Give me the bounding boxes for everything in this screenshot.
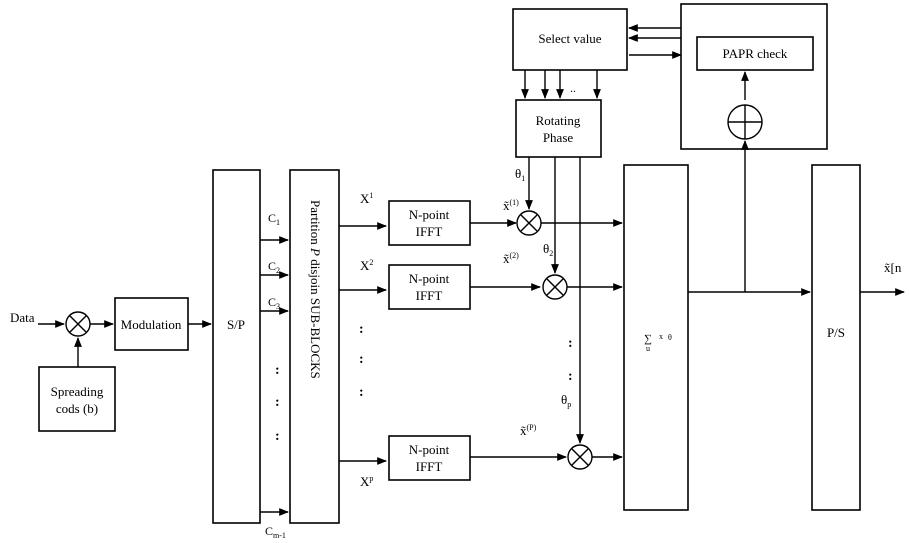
ifft-1-label-1: N-point — [409, 207, 450, 222]
xtilde-p-label: x̃(P) — [520, 423, 537, 438]
theta-p-label: θp — [561, 392, 571, 409]
ifft-p-label-2: IFFT — [416, 459, 443, 474]
multiplier-2 — [542, 274, 568, 300]
c3-label: C3 — [268, 295, 280, 311]
ifft-block-1 — [388, 200, 471, 246]
output-label: x̃[n — [884, 260, 902, 275]
ifft-1-label-2: IFFT — [416, 224, 443, 239]
sum-formula: ∑ u x θ — [644, 332, 672, 353]
ifft-2-label-1: N-point — [409, 271, 450, 286]
rotating-phase-label-1: Rotating — [536, 113, 581, 128]
data-label: Data — [10, 310, 35, 325]
multiplier-p — [567, 444, 593, 470]
partition-label: Partition P disjoin SUB-BLOCKS — [308, 200, 323, 379]
svg-text::: : — [275, 429, 280, 444]
c1-label: C1 — [268, 211, 280, 227]
theta-1-label: θ1 — [515, 166, 525, 183]
spreading-label-1: Spreading — [51, 384, 104, 399]
cm1-label: Cm-1 — [265, 524, 286, 540]
rotating-phase-block — [515, 99, 602, 158]
svg-text::: : — [359, 322, 364, 337]
ifft-2-label-2: IFFT — [416, 288, 443, 303]
papr-check-label: PAPR check — [723, 46, 788, 61]
ifft-block-p — [388, 435, 471, 481]
multiplier-1 — [516, 210, 542, 236]
sp-label: S/P — [227, 317, 245, 332]
xp-label: Xp — [360, 474, 373, 489]
x1-label: X1 — [360, 191, 373, 206]
spreading-codes-block — [38, 366, 116, 432]
svg-text:u: u — [646, 344, 650, 353]
x2-label: X2 — [360, 258, 373, 273]
theta-vertical-dots: : : — [568, 336, 573, 384]
partition-vertical-dots: : : : — [359, 322, 364, 400]
svg-text:x: x — [659, 332, 663, 341]
ps-label: P/S — [827, 325, 845, 340]
select-value-label: Select value — [538, 31, 601, 46]
sum-block — [623, 164, 689, 511]
partition-block — [289, 169, 340, 524]
sp-vertical-dots: : : : — [275, 363, 280, 444]
modulation-block — [114, 297, 189, 351]
adder-icon — [727, 104, 763, 140]
spreading-multiplier — [65, 311, 91, 337]
rotating-phase-label-2: Phase — [543, 130, 574, 145]
papr-outer-block — [680, 3, 828, 150]
svg-text::: : — [275, 363, 280, 378]
modulation-label: Modulation — [121, 317, 182, 332]
theta-2-label: θ2 — [543, 241, 553, 258]
select-to-rotating-arrows — [521, 70, 601, 99]
svg-text:∑: ∑ — [644, 333, 652, 345]
svg-text::: : — [359, 352, 364, 367]
svg-text::: : — [568, 336, 573, 351]
select-dots: .. — [570, 81, 576, 95]
ifft-block-2 — [388, 264, 471, 310]
svg-text::: : — [359, 385, 364, 400]
select-value-block — [512, 8, 628, 71]
ps-block — [811, 164, 861, 511]
svg-text::: : — [568, 369, 573, 384]
papr-check-block — [696, 36, 814, 71]
sp-block — [212, 169, 261, 524]
c2-label: C2 — [268, 259, 280, 275]
spreading-label-2: cods (b) — [56, 401, 98, 416]
svg-text:θ: θ — [668, 333, 672, 342]
xtilde-1-label: x̃(1) — [503, 198, 519, 213]
xtilde-2-label: x̃(2) — [503, 251, 519, 266]
svg-text::: : — [275, 395, 280, 410]
ifft-p-label-1: N-point — [409, 442, 450, 457]
